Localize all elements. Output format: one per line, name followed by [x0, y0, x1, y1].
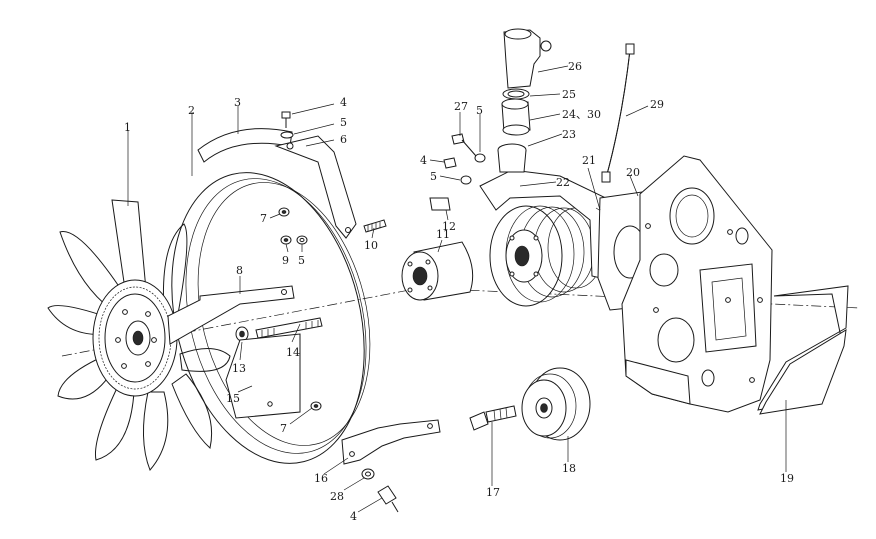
- callout-4-c: 4: [420, 154, 427, 167]
- washer-5-top: [280, 131, 294, 139]
- stud-10: [363, 219, 387, 233]
- bypass-hose: [601, 43, 635, 183]
- callout-16: 16: [314, 472, 328, 485]
- callout-29: 29: [650, 98, 664, 111]
- callout-28: 28: [330, 490, 344, 503]
- callout-3: 3: [234, 96, 241, 109]
- callout-12: 12: [442, 220, 456, 233]
- plug-12: [429, 197, 451, 211]
- bracket-8: [167, 285, 295, 345]
- callout-6: 6: [340, 133, 347, 146]
- bolt-4-c: [443, 157, 457, 169]
- washer-28: [361, 468, 375, 480]
- callout-24-30: 24、30: [562, 108, 601, 121]
- callout-27: 27: [454, 100, 468, 113]
- fan-spacer: [401, 241, 474, 301]
- callout-labels: 1 2 3 4 5 6 7 9 5 10 8 11 12 13 14 15 7 …: [124, 60, 794, 523]
- bolt-27: [451, 133, 477, 157]
- callout-5-c: 5: [476, 104, 483, 117]
- callout-26: 26: [568, 60, 582, 73]
- washer-5-mid: [296, 235, 308, 245]
- nut-7-upper: [278, 207, 290, 217]
- callout-4-bottom: 4: [350, 510, 357, 523]
- nut-13: [235, 326, 249, 342]
- callout-17: 17: [486, 486, 500, 499]
- callout-10: 10: [364, 239, 378, 252]
- shroud-segment: [197, 128, 293, 163]
- idler-pulley: [521, 367, 591, 441]
- callout-15: 15: [226, 392, 240, 405]
- lower-bracket-16: [341, 419, 441, 465]
- bracket-15: [225, 333, 301, 419]
- callout-4-top: 4: [340, 96, 347, 109]
- callout-11: 11: [436, 228, 450, 241]
- callout-2: 2: [188, 104, 195, 117]
- leader-lines: [127, 65, 787, 513]
- callout-8: 8: [236, 264, 243, 277]
- bolt-4-bottom: [377, 485, 399, 513]
- callout-14: 14: [286, 346, 300, 359]
- bolt-4-top: [281, 111, 291, 128]
- callout-18: 18: [562, 462, 576, 475]
- washer-5-c: [474, 153, 486, 163]
- callout-9: 9: [282, 254, 289, 267]
- nut-7-lower: [310, 401, 322, 411]
- callout-5-d: 5: [430, 170, 437, 183]
- upper-bracket: [274, 135, 357, 239]
- nut-9: [280, 235, 292, 245]
- callout-20: 20: [626, 166, 640, 179]
- cover-plate: [757, 285, 849, 415]
- callout-25: 25: [562, 88, 576, 101]
- stud-14: [255, 317, 323, 339]
- thermostat-housing: [497, 143, 527, 173]
- water-pump-pulley: [489, 205, 605, 307]
- callout-7-upper: 7: [260, 212, 267, 225]
- bolt-17: [469, 405, 517, 431]
- callout-21: 21: [582, 154, 596, 167]
- callout-7-lower: 7: [280, 422, 287, 435]
- callout-5-top: 5: [340, 116, 347, 129]
- washer-5-d: [460, 175, 472, 185]
- thermostat: [501, 98, 531, 136]
- callout-13: 13: [232, 362, 246, 375]
- callout-1: 1: [124, 121, 131, 134]
- callout-19: 19: [780, 472, 794, 485]
- callout-5-mid: 5: [298, 254, 305, 267]
- callout-22: 22: [556, 176, 570, 189]
- fan-blade-assembly: [47, 199, 231, 471]
- fan-shroud: [171, 172, 371, 464]
- seal-ring: [502, 88, 530, 100]
- callout-23: 23: [562, 128, 576, 141]
- timing-gear-housing: [621, 155, 773, 413]
- outlet-elbow: [503, 28, 552, 89]
